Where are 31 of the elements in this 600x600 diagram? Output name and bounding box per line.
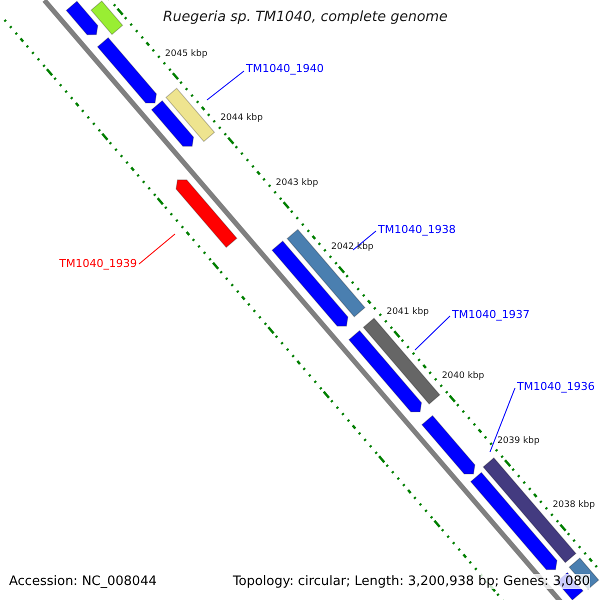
scale-label: 2042 kbp (331, 242, 374, 252)
gene-block (66, 0, 98, 36)
scale-label: 2040 kbp (442, 371, 484, 382)
gene-block (96, 37, 157, 104)
leader-line (490, 388, 516, 452)
gene-block (482, 457, 577, 564)
gene-label: TM1040_1940 (246, 62, 324, 75)
scale-label: 2039 kbp (497, 436, 540, 446)
leader-line (352, 230, 376, 250)
genome-summary: Topology: circular; Length: 3,200,938 bp; Genes: 3,080 (232, 574, 590, 589)
scale-label: 2043 kbp (276, 178, 318, 188)
gene-block (165, 88, 216, 142)
gene-block (90, 0, 124, 36)
accession-note: Accession: NC_008044 (9, 574, 157, 589)
leader-line (414, 316, 450, 350)
gene-label: TM1040_1936 (517, 380, 595, 393)
gene-block (176, 179, 238, 248)
scale-label: 2044 kbp (220, 113, 263, 124)
leader-line (206, 70, 244, 100)
gene-label: TM1040_1937 (452, 308, 530, 321)
gene-label: TM1040_1939 (59, 257, 137, 270)
scale-label: 2038 kbp (552, 500, 595, 510)
gene-block (362, 318, 440, 405)
map-title: Ruegeria sp. TM1040, complete genome (163, 9, 448, 25)
gene-block (150, 100, 194, 147)
gene-label: TM1040_1938 (378, 223, 456, 236)
leader-line (138, 234, 176, 264)
gene-block (421, 414, 476, 475)
scale-label: 2045 kbp (165, 48, 208, 59)
gene-block (348, 330, 422, 412)
scale-label: 2041 kbp (386, 306, 429, 317)
